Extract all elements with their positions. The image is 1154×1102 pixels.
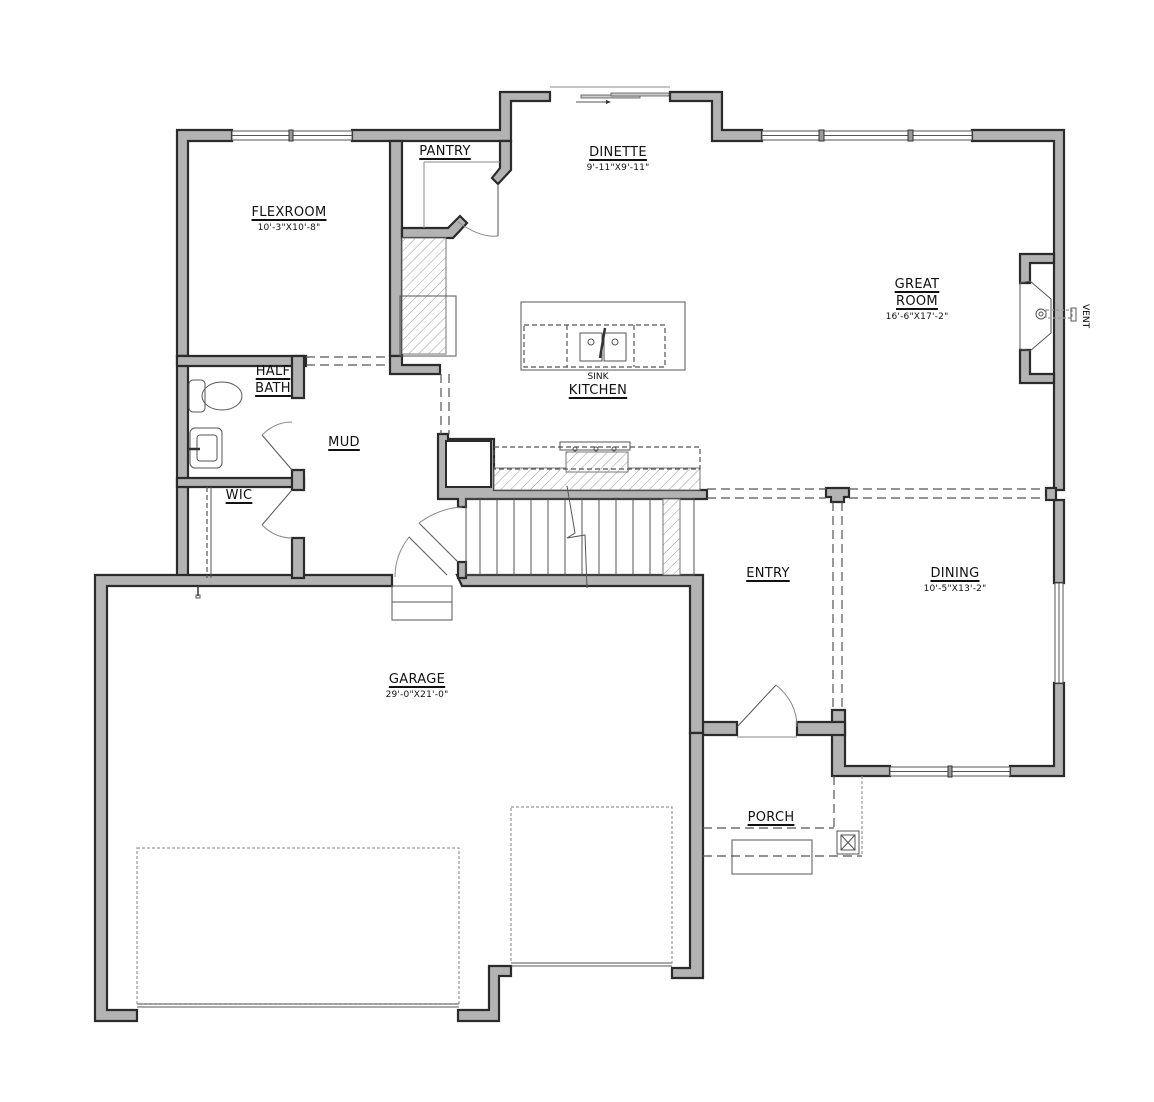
room-label-mud: MUD <box>328 434 360 451</box>
room-name-line2: ROOM <box>896 294 938 309</box>
bath-fixtures <box>188 379 243 578</box>
room-label-dining: DINING 10'-5"X13'-2" <box>924 565 987 594</box>
room-dimensions: 9'-11"X9'-11" <box>586 163 650 173</box>
room-name: PANTRY <box>419 144 471 159</box>
room-label-garage: GARAGE 29'-0"X21'-0" <box>386 671 449 700</box>
exterior-walls <box>93 90 1066 1023</box>
porch-details <box>703 776 863 875</box>
vent-annotation: VENT <box>1080 304 1090 329</box>
doors <box>261 161 798 738</box>
interior-walls <box>175 139 1058 580</box>
room-name: WIC <box>225 488 253 503</box>
room-name: DINING <box>930 566 980 581</box>
room-dimensions: 16'-6"X17'-2" <box>885 312 949 322</box>
windows <box>231 86 1064 778</box>
stairs <box>465 485 695 589</box>
room-name: FLEXROOM <box>251 205 327 220</box>
room-label-half-bath: HALF BATH <box>255 363 291 397</box>
fireplace <box>1019 280 1077 352</box>
room-name: GARAGE <box>388 672 446 687</box>
room-name: MUD <box>328 435 360 450</box>
room-name: DINETTE <box>589 145 647 160</box>
room-label-entry: ENTRY <box>746 565 790 582</box>
room-name: KITCHEN <box>568 383 628 398</box>
room-label-kitchen: SINK KITCHEN <box>569 372 627 399</box>
kitchen-fixtures <box>306 237 1046 710</box>
room-label-pantry: PANTRY <box>419 143 471 160</box>
sink-annotation: SINK <box>587 372 609 382</box>
room-name-line2: BATH <box>255 381 291 396</box>
room-name-line1: HALF <box>255 364 291 379</box>
room-dimensions: 10'-5"X13'-2" <box>923 584 987 594</box>
room-label-porch: PORCH <box>748 809 795 826</box>
room-dimensions: 10'-3"X10'-8" <box>257 223 321 233</box>
room-label-wic: WIC <box>226 487 253 504</box>
room-name: ENTRY <box>746 566 790 581</box>
room-label-dinette: DINETTE 9'-11"X9'-11" <box>587 144 650 173</box>
room-label-great-room: GREAT ROOM 16'-6"X17'-2" <box>886 276 949 322</box>
room-dimensions: 29'-0"X21'-0" <box>385 690 449 700</box>
room-name-line1: GREAT <box>894 277 940 292</box>
garage-details <box>136 586 673 1008</box>
room-label-flexroom: FLEXROOM 10'-3"X10'-8" <box>252 204 327 233</box>
room-name: PORCH <box>747 810 795 825</box>
